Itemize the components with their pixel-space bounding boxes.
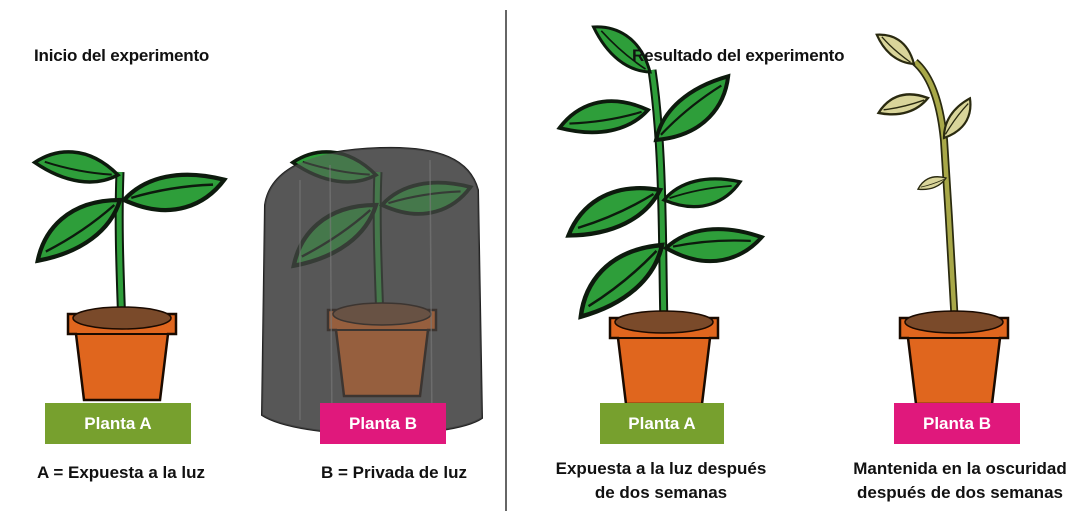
right-heading: Resultado del experimento bbox=[632, 46, 845, 65]
left-heading: Inicio del experimento bbox=[34, 46, 210, 65]
badge-planta-b-result: Planta B bbox=[894, 403, 1020, 444]
plant-a-start bbox=[27, 131, 224, 402]
caption-a-result: Expuesta a la luz después de dos semanas bbox=[534, 457, 788, 505]
caption-b-result-line1: Mantenida en la oscuridad bbox=[853, 459, 1067, 478]
caption-a-result-line1: Expuesta a la luz después bbox=[555, 459, 767, 478]
badge-planta-a-start: Planta A bbox=[45, 403, 191, 444]
caption-a-result-line2: de dos semanas bbox=[594, 483, 728, 502]
plant-b-result bbox=[875, 23, 1010, 406]
plant-a-result bbox=[557, 10, 761, 406]
section-divider bbox=[505, 10, 507, 511]
caption-b-start: B = Privada de luz bbox=[321, 463, 467, 482]
plant-b-start bbox=[260, 131, 484, 436]
caption-a-start: A = Expuesta a la luz bbox=[36, 463, 206, 482]
badge-planta-a-result: Planta A bbox=[600, 403, 724, 444]
caption-b-result: Mantenida en la oscuridad después de dos… bbox=[834, 457, 1086, 505]
caption-b-result-line2: después de dos semanas bbox=[857, 483, 1063, 502]
badge-planta-b-start: Planta B bbox=[320, 403, 446, 444]
